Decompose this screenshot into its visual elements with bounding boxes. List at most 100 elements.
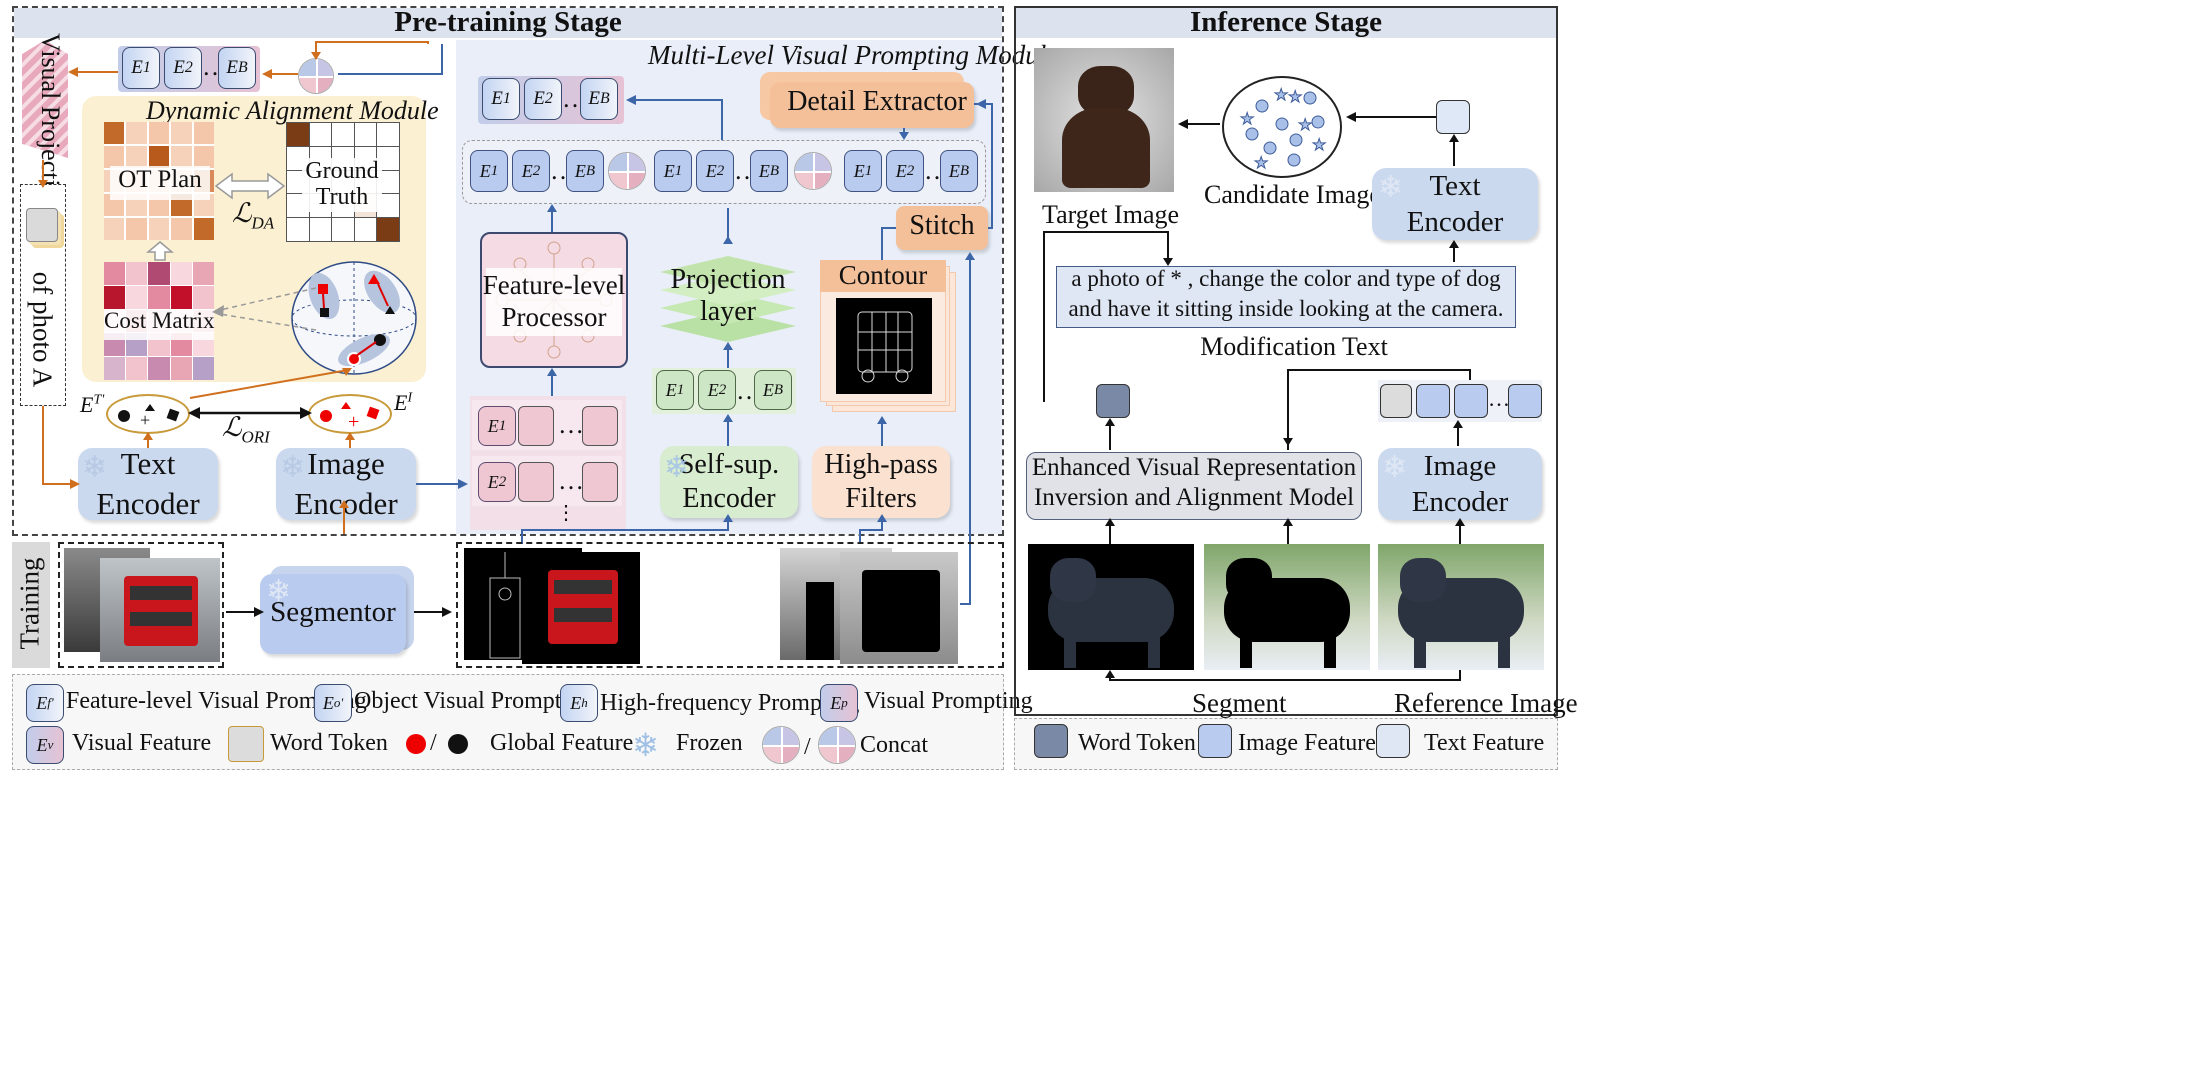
candidate-image-label: Candidate Image	[1204, 180, 1381, 209]
cost-cell	[148, 262, 170, 285]
concat-icon	[762, 726, 800, 764]
segmented-output-box	[456, 542, 1004, 668]
legend-vf: Visual Feature	[72, 730, 212, 756]
legend-black-dot-icon	[448, 734, 468, 754]
text-embedding-marks: +	[118, 404, 180, 430]
svg-text:+: +	[348, 411, 359, 432]
et-label: ET'	[80, 392, 105, 417]
ot-cell	[171, 122, 192, 144]
cost-cell	[104, 357, 126, 380]
ot-cell	[126, 122, 147, 144]
svg-text:★: ★	[1240, 109, 1254, 128]
feature-processor-label-bg	[486, 268, 622, 336]
ot-plan-label: OT Plan	[118, 166, 202, 193]
image-embedding-marks: +	[320, 402, 380, 432]
projection-line1: Projection	[670, 264, 786, 295]
feature-cell	[518, 406, 554, 446]
inference-panel	[1014, 6, 1558, 716]
inference-header	[1016, 8, 1556, 38]
snowflake-icon: ❄	[632, 726, 659, 764]
gt-cell	[309, 123, 332, 146]
gt-cell	[287, 123, 309, 146]
cost-cell	[192, 262, 214, 285]
sphere-to-cost-arrows	[212, 287, 317, 331]
svg-text:★: ★	[1254, 153, 1268, 172]
ot-cell	[104, 146, 125, 168]
gt-cell	[354, 123, 377, 146]
image-feature-token	[1508, 384, 1542, 418]
embedding-sphere	[291, 261, 417, 375]
segmentor-label: Segmentor	[270, 596, 396, 628]
legend-right-wt: Word Token	[1078, 730, 1196, 756]
loss-ori-label: ℒORI	[222, 412, 270, 447]
ground-truth-line1: Ground	[305, 158, 379, 184]
contour-header	[820, 260, 946, 292]
snowflake-icon: ❄	[1378, 170, 1404, 205]
legend-word-token	[1034, 724, 1068, 758]
ot-cell	[104, 218, 125, 240]
ot-cell	[171, 218, 192, 240]
feature-cell	[518, 462, 554, 502]
legend-image-feature	[1198, 724, 1232, 758]
inference-word-token	[1096, 384, 1130, 418]
legend-gf: Global Feature	[490, 730, 634, 756]
legend-slash-1: /	[430, 730, 437, 756]
ei-label: EI	[394, 390, 413, 415]
cost-matrix-label-bg	[104, 310, 214, 340]
gt-cell	[377, 146, 399, 170]
up-arrow-icon	[146, 241, 174, 261]
gt-cell	[377, 194, 399, 218]
reference-image-label: Reference Image	[1394, 688, 1578, 718]
cost-cell	[148, 357, 170, 380]
feature-dots: …	[558, 466, 584, 495]
image-feature-token-cls	[1380, 384, 1412, 418]
feature-vertical-dots: ⋮	[556, 502, 576, 524]
gt-cell	[377, 123, 399, 146]
cost-cell	[192, 357, 214, 380]
concat-icon	[298, 58, 334, 94]
blue-flow-arrows	[521, 95, 993, 605]
mod-text-line1: a photo of * , change the color and type…	[1071, 266, 1501, 291]
ot-cell	[193, 122, 214, 144]
target-dog-image	[1034, 48, 1174, 192]
contour-image	[836, 298, 932, 394]
cost-cell	[126, 285, 148, 309]
ot-cell	[193, 218, 214, 240]
snowflake-icon: ❄	[266, 574, 292, 609]
cost-cell	[126, 357, 148, 380]
gt-cell	[287, 218, 309, 241]
inference-arrows	[1043, 112, 1471, 681]
word-token-stack	[26, 208, 58, 242]
gt-cell	[354, 218, 377, 241]
feature-cell	[582, 462, 618, 502]
legend-right-if: Image Feature	[1238, 730, 1376, 756]
masked-dog-image	[1204, 544, 1370, 670]
text-feature-token	[1436, 100, 1470, 134]
svg-text:★: ★	[1288, 87, 1302, 106]
legend-right	[1014, 718, 1558, 770]
feature-dots: …	[558, 410, 584, 439]
model-line2: Inversion and Alignment Model	[1033, 484, 1355, 511]
inference-title: Inference Stage	[1190, 6, 1382, 38]
snowflake-icon: ❄	[1382, 450, 1408, 485]
modification-text-box	[1056, 266, 1516, 328]
snowflake-icon: ❄	[280, 450, 306, 485]
legend-right-tf: Text Feature	[1424, 730, 1545, 756]
cost-matrix-label: Cost Matrix	[104, 308, 215, 333]
cost-cell	[170, 285, 192, 309]
pretraining-header	[14, 8, 1002, 38]
concat-icon	[794, 152, 832, 190]
gt-cell	[309, 218, 332, 241]
visual-projection-ribbon	[22, 40, 68, 158]
legend-hfp: High-frequency Prompting	[600, 690, 860, 716]
segmentor	[260, 574, 406, 654]
ot-cell	[148, 218, 170, 240]
projection-line2: layer	[700, 296, 756, 327]
